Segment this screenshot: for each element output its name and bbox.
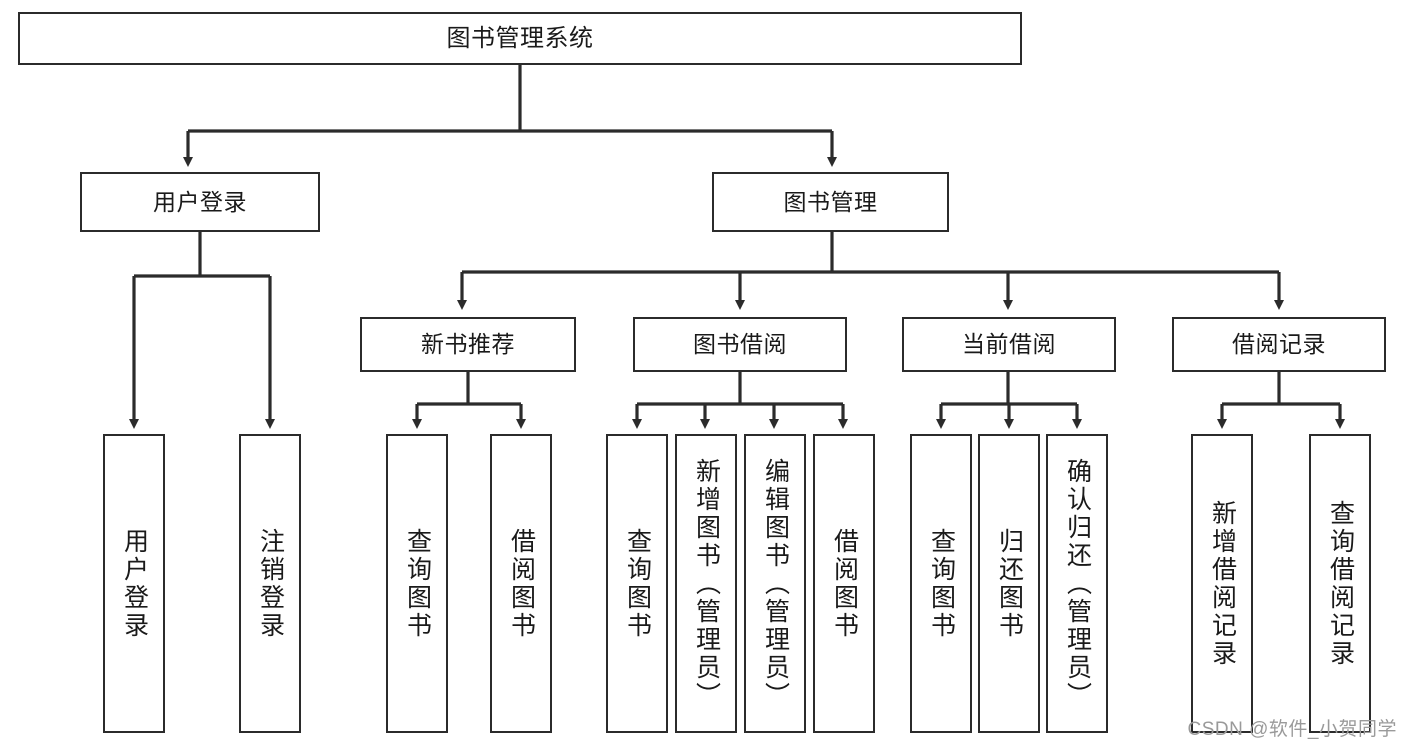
node-book-mgmt-label: 图书管理 [783,188,878,215]
node-leaf-borrow-book-2-label: 借阅图书 [830,527,859,640]
node-leaf-return-book[interactable]: 归还图书 [978,434,1040,733]
node-root[interactable]: 图书管理系统 [18,12,1022,65]
node-leaf-user-login[interactable]: 用户登录 [103,434,165,733]
node-leaf-query-record-label: 查询借阅记录 [1326,499,1355,668]
node-leaf-edit-book-label: 编辑图书（管理员） [761,457,790,710]
node-borrow-record[interactable]: 借阅记录 [1172,317,1386,372]
node-root-label: 图书管理系统 [446,24,594,52]
node-book-borrow-label: 图书借阅 [693,331,787,358]
node-leaf-add-record[interactable]: 新增借阅记录 [1191,434,1253,733]
node-leaf-logout-label: 注销登录 [256,527,285,640]
node-book-mgmt[interactable]: 图书管理 [712,172,949,232]
node-leaf-borrow-book-2[interactable]: 借阅图书 [813,434,875,733]
node-user-login-label: 用户登录 [153,188,247,215]
node-user-login[interactable]: 用户登录 [80,172,320,232]
node-leaf-query-book-1-label: 查询图书 [403,527,432,640]
node-leaf-logout[interactable]: 注销登录 [239,434,301,733]
node-leaf-add-record-label: 新增借阅记录 [1208,499,1237,668]
node-book-borrow[interactable]: 图书借阅 [633,317,847,372]
node-leaf-query-book-3[interactable]: 查询图书 [910,434,972,733]
node-current-borrow[interactable]: 当前借阅 [902,317,1116,372]
node-new-book-rec-label: 新书推荐 [421,331,515,358]
node-leaf-query-book-2[interactable]: 查询图书 [606,434,668,733]
node-leaf-return-book-label: 归还图书 [995,527,1024,640]
node-new-book-rec[interactable]: 新书推荐 [360,317,576,372]
node-borrow-record-label: 借阅记录 [1232,331,1326,358]
node-leaf-query-record[interactable]: 查询借阅记录 [1309,434,1371,733]
node-leaf-user-login-label: 用户登录 [120,527,149,640]
node-leaf-borrow-book-1[interactable]: 借阅图书 [490,434,552,733]
node-leaf-add-book[interactable]: 新增图书（管理员） [675,434,737,733]
node-leaf-confirm-return[interactable]: 确认归还（管理员） [1046,434,1108,733]
node-leaf-query-book-1[interactable]: 查询图书 [386,434,448,733]
node-leaf-query-book-3-label: 查询图书 [927,527,956,640]
watermark: CSDN @软件_小贺同学 [1187,719,1397,740]
node-leaf-add-book-label: 新增图书（管理员） [692,457,721,710]
node-leaf-confirm-return-label: 确认归还（管理员） [1063,457,1092,710]
node-leaf-edit-book[interactable]: 编辑图书（管理员） [744,434,806,733]
node-leaf-query-book-2-label: 查询图书 [623,527,652,640]
node-current-borrow-label: 当前借阅 [962,331,1056,358]
node-leaf-borrow-book-1-label: 借阅图书 [507,527,536,640]
